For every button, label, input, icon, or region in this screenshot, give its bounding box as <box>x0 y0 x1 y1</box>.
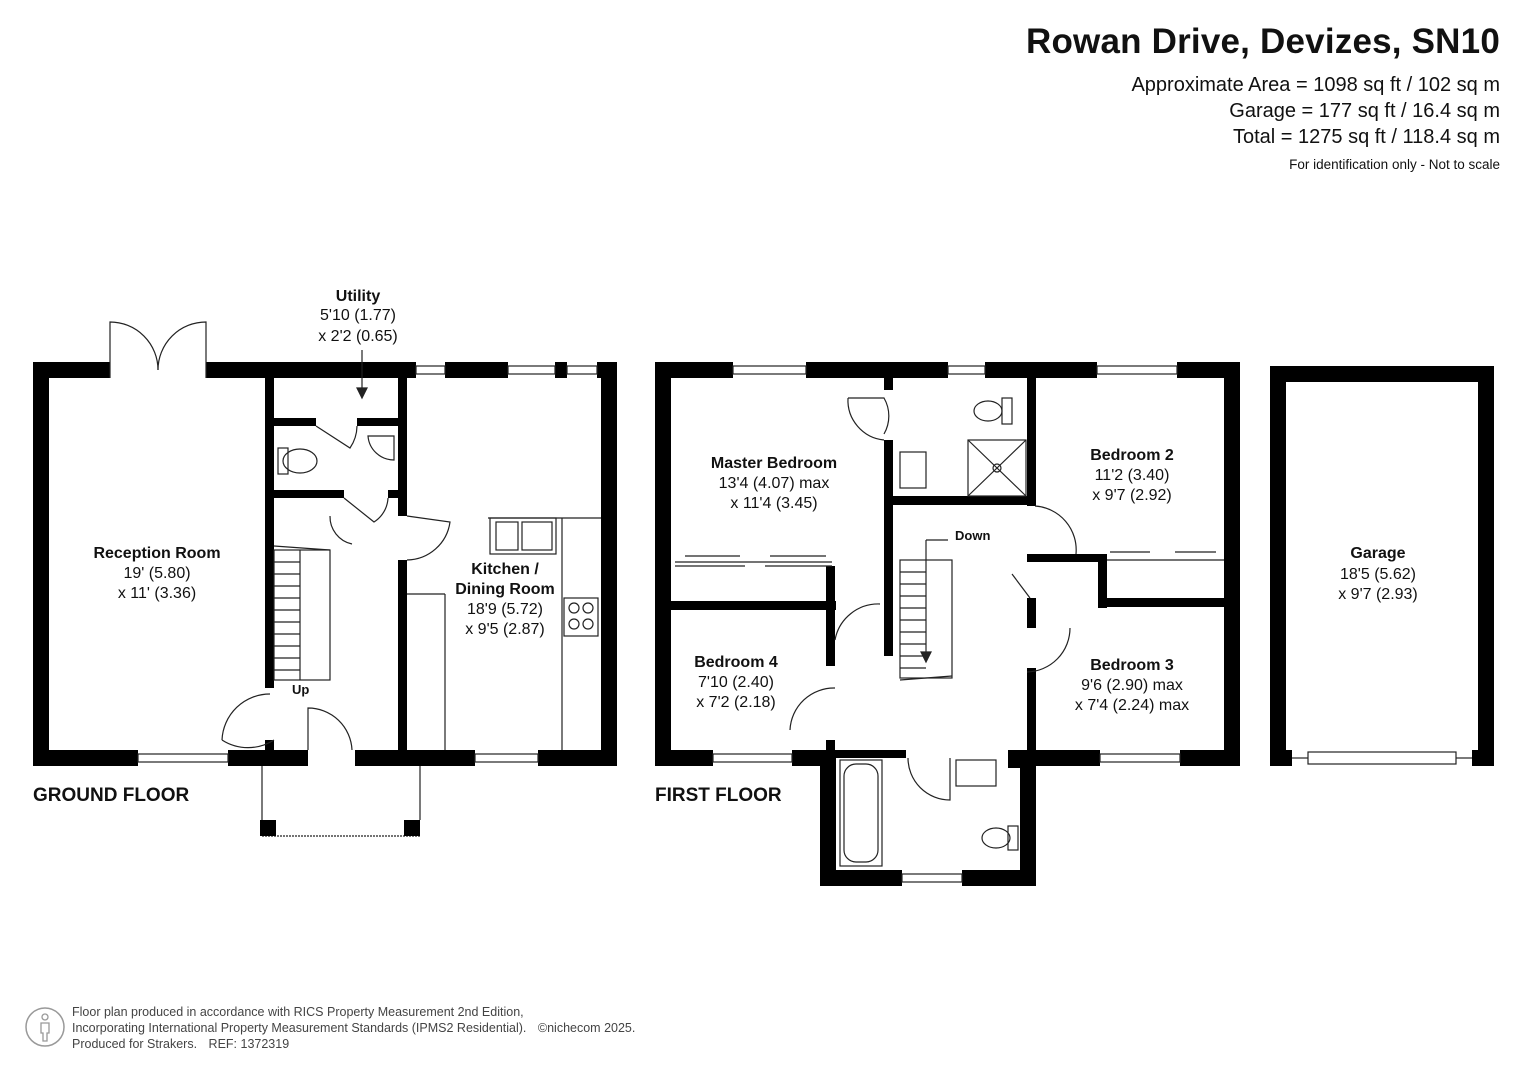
garage-walls <box>1270 366 1494 766</box>
scale-note: For identification only - Not to scale <box>1289 157 1500 172</box>
first-floor-details <box>675 365 1224 883</box>
stairs-down-label: Down <box>955 528 990 543</box>
stairs-up-label: Up <box>292 682 309 697</box>
reference: REF: 1372319 <box>208 1037 290 1051</box>
footer-line-1: Floor plan produced in accordance with R… <box>72 1005 524 1019</box>
approx-area: Approximate Area = 1098 sq ft / 102 sq m <box>1131 74 1500 96</box>
garage-dim2: x 9'7 (2.93) <box>1338 586 1418 603</box>
ground-floor-walls <box>33 362 617 766</box>
garage-dim1: 18'5 (5.62) <box>1340 566 1416 583</box>
porch-posts <box>260 820 420 836</box>
bedroom-4-dim1: 7'10 (2.40) <box>698 674 774 691</box>
ground-floor-details <box>109 321 601 837</box>
footer-line-2-row: Incorporating International Property Mea… <box>72 1020 635 1036</box>
master-bedroom-dim1: 13'4 (4.07) max <box>719 475 830 492</box>
garage-door <box>1292 751 1472 765</box>
property-title: Rowan Drive, Devizes, SN10 <box>1025 22 1500 61</box>
bedroom-3-dim2: x 7'4 (2.24) max <box>1075 697 1189 714</box>
bedroom-4-dim2: x 7'2 (2.18) <box>696 694 776 711</box>
bedroom-2-name: Bedroom 2 <box>1090 447 1174 464</box>
reception-dim1: 19' (5.80) <box>123 565 190 582</box>
bedroom-2-dim1: 11'2 (3.40) <box>1095 467 1170 484</box>
utility-dim1: 5'10 (1.77) <box>320 307 396 324</box>
footer-line-3: Produced for Strakers. <box>72 1037 198 1051</box>
footer: Floor plan produced in accordance with R… <box>72 1004 635 1052</box>
kitchen-dim1: 18'9 (5.72) <box>467 601 543 618</box>
footer-line-2: Incorporating International Property Mea… <box>72 1021 527 1035</box>
footer-line-3-row: Produced for Strakers. REF: 1372319 <box>72 1036 635 1052</box>
first-floor-walls <box>655 362 1240 886</box>
header: Rowan Drive, Devizes, SN10 Approximate A… <box>1026 22 1500 174</box>
kitchen-name-2: Dining Room <box>455 581 555 598</box>
master-bedroom-dim2: x 11'4 (3.45) <box>730 495 817 512</box>
bedroom-4-name: Bedroom 4 <box>694 654 778 671</box>
master-bedroom-name: Master Bedroom <box>711 455 837 472</box>
first-floor-label: FIRST FLOOR <box>655 785 782 806</box>
garage-area: Garage = 177 sq ft / 16.4 sq m <box>1229 100 1500 122</box>
bedroom-3-name: Bedroom 3 <box>1090 657 1174 674</box>
bedroom-3-dim1: 9'6 (2.90) max <box>1081 677 1183 694</box>
total-area: Total = 1275 sq ft / 118.4 sq m <box>1232 126 1500 148</box>
copyright: ©nichecom 2025. <box>537 1021 636 1035</box>
garage-name: Garage <box>1350 545 1405 562</box>
utility-name: Utility <box>336 288 381 305</box>
reception-name: Reception Room <box>93 545 220 562</box>
utility-dim2: x 2'2 (0.65) <box>318 328 398 345</box>
person-logo-icon <box>25 1007 65 1047</box>
ground-floor-label: GROUND FLOOR <box>33 785 189 806</box>
bedroom-2-dim2: x 9'7 (2.92) <box>1092 487 1172 504</box>
kitchen-dim2: x 9'5 (2.87) <box>465 621 545 638</box>
kitchen-name-1: Kitchen / <box>471 561 539 578</box>
reception-dim2: x 11' (3.36) <box>118 585 196 602</box>
